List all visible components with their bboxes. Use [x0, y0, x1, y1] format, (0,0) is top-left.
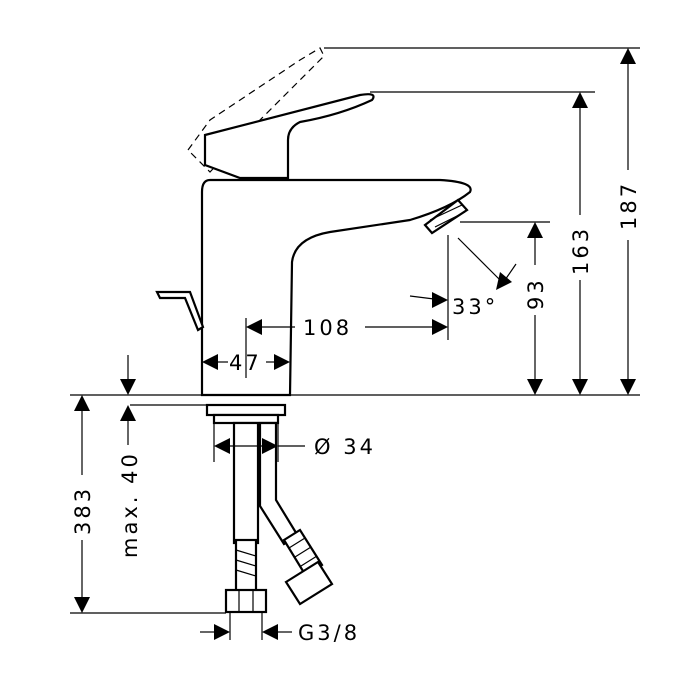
dim-d34-label: Ø 34 [314, 435, 376, 459]
dim-93-label: 93 [524, 277, 548, 310]
dim-hole-diameter: Ø 34 [214, 435, 376, 459]
dim-overall-height: 187 [617, 48, 641, 395]
dim-body-width: 47 [202, 351, 290, 375]
dim-187-label: 187 [617, 181, 641, 230]
dim-counter-thickness: max. 40 [118, 355, 142, 558]
dim-108-label: 108 [303, 316, 352, 340]
dim-hose-length: 383 [71, 395, 95, 613]
dim-spray-angle: 33° [409, 263, 517, 319]
dim-spout-height: 163 [569, 92, 593, 395]
dim-max40-label: max. 40 [118, 451, 142, 558]
dim-47-label: 47 [229, 351, 262, 375]
dim-g38-label: G3/8 [298, 621, 360, 645]
extension-lines [70, 47, 640, 640]
faucet-body [200, 178, 472, 397]
mounting-nut [205, 403, 287, 425]
supply-hoses [224, 421, 334, 614]
aerator [423, 198, 469, 235]
popup-rod [155, 290, 205, 332]
dim-thread-size: G3/8 [200, 621, 360, 645]
dim-163-label: 163 [569, 226, 593, 275]
dim-383-label: 383 [71, 486, 95, 535]
dim-outlet-height: 93 [524, 222, 548, 395]
lever-handle [203, 93, 375, 180]
dim-33-label: 33° [452, 295, 498, 319]
dim-spout-reach: 108 [246, 316, 448, 340]
